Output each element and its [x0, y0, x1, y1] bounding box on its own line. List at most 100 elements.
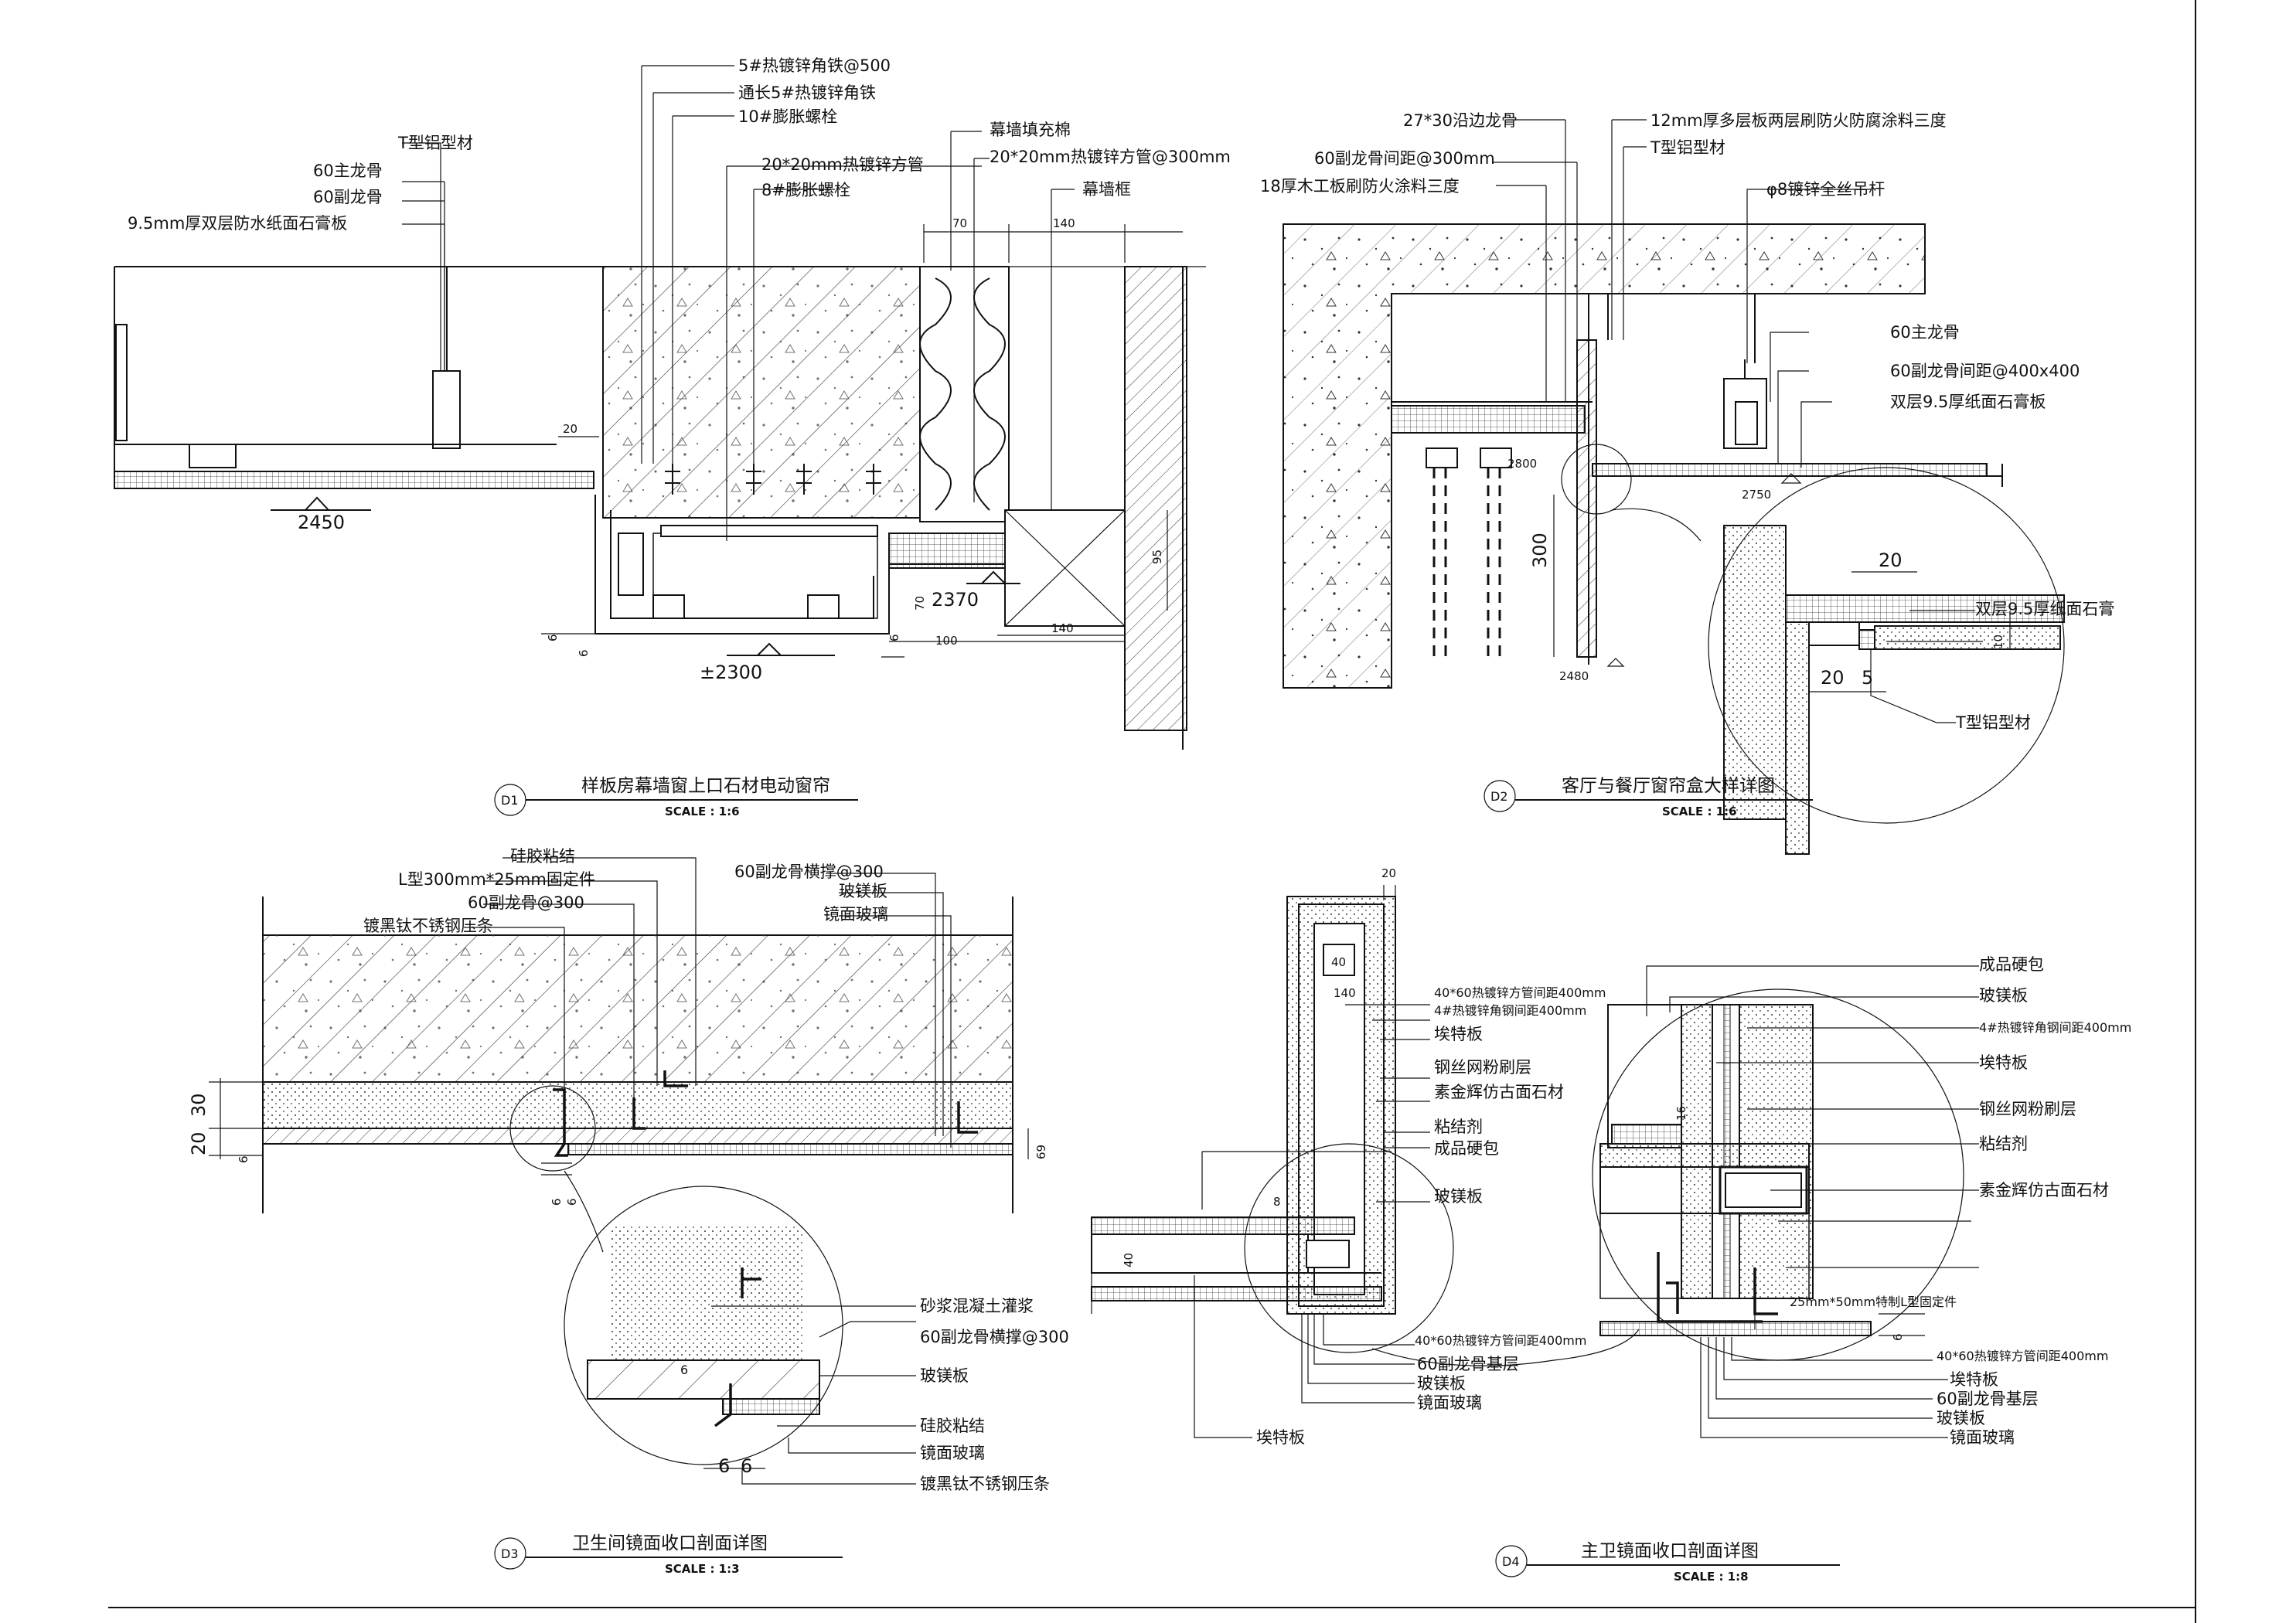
d4-detail-dim-6: 6 — [1891, 1333, 1905, 1341]
d1-dim-140b: 140 — [1051, 621, 1074, 635]
d1-scale: SCALE : 1:6 — [665, 805, 740, 818]
d1-fill-cotton-zone — [919, 266, 1010, 522]
d2-dim-300: 300 — [1529, 532, 1551, 568]
d4-label-mgo: 玻镁板 — [1434, 1187, 1483, 1206]
d2-dim-20b: 20 — [1821, 667, 1845, 689]
d2-label-t-profile: T型铝型材 — [1650, 138, 1725, 157]
d4-r-label-etex-b: 埃特板 — [1950, 1370, 1998, 1389]
d1-dim-6c: 6 — [887, 634, 901, 641]
d2-dim-5: 5 — [1862, 667, 1873, 689]
drawing-d1: 2450 2370 ±2300 70 — [114, 56, 1231, 818]
d3-label-silicone: 硅胶粘结 — [510, 847, 575, 866]
d1-label-curtain-frame: 幕墙框 — [1082, 180, 1131, 199]
d4-label-tube400: 40*60热镀锌方管间距400mm — [1434, 985, 1606, 1000]
d1-dim-140: 140 — [1053, 216, 1075, 230]
d4-title: 主卫镜面收口剖面详图 — [1581, 1541, 1759, 1561]
d4-label-tube400b: 40*60热镀锌方管间距400mm — [1415, 1333, 1586, 1348]
d1-label-sq-tube: 20*20mm热镀锌方管 — [761, 155, 924, 174]
d4-label-adhesive: 粘结剂 — [1434, 1118, 1483, 1136]
d4-label-sub-keel-base: 60副龙骨基层 — [1417, 1355, 1519, 1373]
d4-label-mesh: 钢丝网粉刷层 — [1434, 1058, 1531, 1077]
d1-label-gypsum: 9.5mm厚双层防水纸面石膏板 — [128, 214, 347, 233]
d3-dim-20: 20 — [188, 1131, 210, 1155]
d4-label-mgo-b: 玻镁板 — [1417, 1374, 1466, 1393]
d4-dim-140: 140 — [1334, 986, 1356, 1000]
d4-label-stone: 素金辉仿古面石材 — [1434, 1083, 1564, 1101]
d3-dim-30: 30 — [188, 1093, 210, 1117]
d4-r-label-mesh: 钢丝网粉刷层 — [1979, 1100, 2076, 1118]
d3-detail-label-silicone: 硅胶粘结 — [920, 1417, 985, 1435]
d2-detail-circle — [1708, 467, 2065, 824]
d2-label-gypsum: 双层9.5厚纸面石膏板 — [1890, 393, 2046, 411]
d1-dim-100: 100 — [935, 634, 958, 648]
d3-mgo-board — [262, 1128, 1013, 1145]
d4-r-label-adhesive: 粘结剂 — [1979, 1135, 2028, 1153]
d3-label-sub-keel300: 60副龙骨@300 — [468, 893, 584, 912]
d3-dim-6c: 6 — [565, 1198, 579, 1206]
d3-dim-6b: 6 — [550, 1198, 564, 1206]
d2-level-2750: 2750 — [1742, 488, 1771, 502]
d1-label-long-angle: 通长5#热镀锌角铁 — [738, 83, 876, 102]
d3-tag: D3 — [501, 1546, 519, 1561]
d4-label-angle400: 4#热镀锌角钢间距400mm — [1434, 1003, 1586, 1018]
d1-label-t-profile: T型铝型材 — [397, 134, 473, 152]
d4-dim-40: 40 — [1331, 955, 1346, 969]
d2-scale: SCALE : 1:6 — [1662, 805, 1737, 818]
d2-label-plywood: 12mm厚多层板两层刷防火防腐涂料三度 — [1650, 111, 1947, 130]
d3-detail-label-trim: 镀黑钛不锈钢压条 — [920, 1475, 1050, 1493]
d4-scale: SCALE : 1:8 — [1674, 1570, 1749, 1584]
d2-label-edge-keel: 27*30沿边龙骨 — [1403, 111, 1518, 130]
drawing-d4: 20 40 140 8 40 40*60热镀锌方管间距400mm 4#热镀锌角钢… — [1091, 866, 2131, 1584]
d1-gypsum-ceiling — [114, 471, 594, 489]
d4-etex-board — [1091, 1216, 1355, 1235]
d4-r-label-l-fixing: 25mm*50mm特制L型固定件 — [1790, 1295, 1957, 1309]
d2-plywood-board — [1576, 339, 1597, 658]
d1-title: 样板房幕墙窗上口石材电动窗帘 — [581, 776, 830, 796]
d1-level-2450: 2450 — [298, 512, 345, 533]
d4-r-label-mgo-b: 玻镁板 — [1937, 1409, 1985, 1427]
d3-detail-label-mirror: 镜面玻璃 — [920, 1444, 985, 1462]
d3-detail-mgo — [587, 1359, 820, 1400]
d2-label-wood-board: 18厚木工板刷防火涂料三度 — [1260, 177, 1460, 196]
d3-label-mgo: 玻镁板 — [839, 882, 887, 900]
d3-label-sub-keel-h300: 60副龙骨横撑@300 — [734, 863, 884, 881]
d2-label-sub-keel400: 60副龙骨间距@400x400 — [1890, 362, 2080, 380]
d3-mirror — [567, 1143, 1013, 1155]
d1-dim-6a: 6 — [546, 634, 560, 641]
d3-detail-dim-6a: 6 — [718, 1455, 730, 1477]
d1-dim-6b: 6 — [577, 649, 591, 657]
d3-detail-dim-6: 6 — [680, 1363, 688, 1377]
d2-title: 客厅与餐厅窗帘盒大样详图 — [1562, 776, 1775, 796]
d1-dim-70: 70 — [952, 216, 967, 230]
d4-dim-40b: 40 — [1122, 1253, 1136, 1267]
d3-detail-dim-6b: 6 — [741, 1455, 752, 1477]
d3-dim-69: 69 — [1034, 1145, 1048, 1159]
d2-label-hanger: φ8镀锌全丝吊杆 — [1766, 180, 1885, 199]
d1-label-angle-iron: 5#热镀锌角铁@500 — [738, 56, 891, 75]
d4-label-mirror: 镜面玻璃 — [1417, 1393, 1482, 1412]
d1-label-bolt8: 8#膨胀螺栓 — [761, 181, 850, 199]
d4-r-label-angle400: 4#热镀锌角钢间距400mm — [1979, 1020, 2131, 1035]
d4-r-label-hardcover: 成品硬包 — [1979, 955, 2044, 974]
d2-detail-gypsum — [1785, 594, 2065, 623]
d3-detail-label-sub-keel: 60副龙骨横撑@300 — [920, 1328, 1069, 1346]
d4-mirror — [1091, 1286, 1382, 1301]
d4-label-etex: 埃特板 — [1434, 1025, 1483, 1043]
drawing-d2: 300 2800 2750 2480 27*30沿边龙骨 12mm厚多层板两层刷… — [1260, 111, 2114, 855]
d2-gypsum-ceiling — [1592, 463, 1988, 477]
d3-label-trim: 镀黑钛不锈钢压条 — [363, 917, 493, 935]
d4-dim-8: 8 — [1273, 1195, 1281, 1209]
d4-r-label-tube400: 40*60热镀锌方管间距400mm — [1937, 1349, 2108, 1363]
d3-dim-6: 6 — [237, 1155, 250, 1163]
d2-detail-label-t: T型铝型材 — [1955, 713, 2031, 732]
d2-level-2480: 2480 — [1559, 669, 1589, 683]
d1-label-bolt10: 10#膨胀螺栓 — [738, 107, 837, 126]
d4-detail-dim-16: 16 — [1674, 1106, 1688, 1121]
d4-r-label-etex: 埃特板 — [1979, 1053, 2028, 1072]
d2-dim-10: 10 — [1991, 635, 2005, 649]
d1-right-wall — [1124, 266, 1187, 731]
d1-tag: D1 — [501, 793, 519, 808]
d3-label-l-fixing: L型300mm*25mm固定件 — [398, 870, 595, 889]
d2-dim-20: 20 — [1879, 550, 1903, 571]
